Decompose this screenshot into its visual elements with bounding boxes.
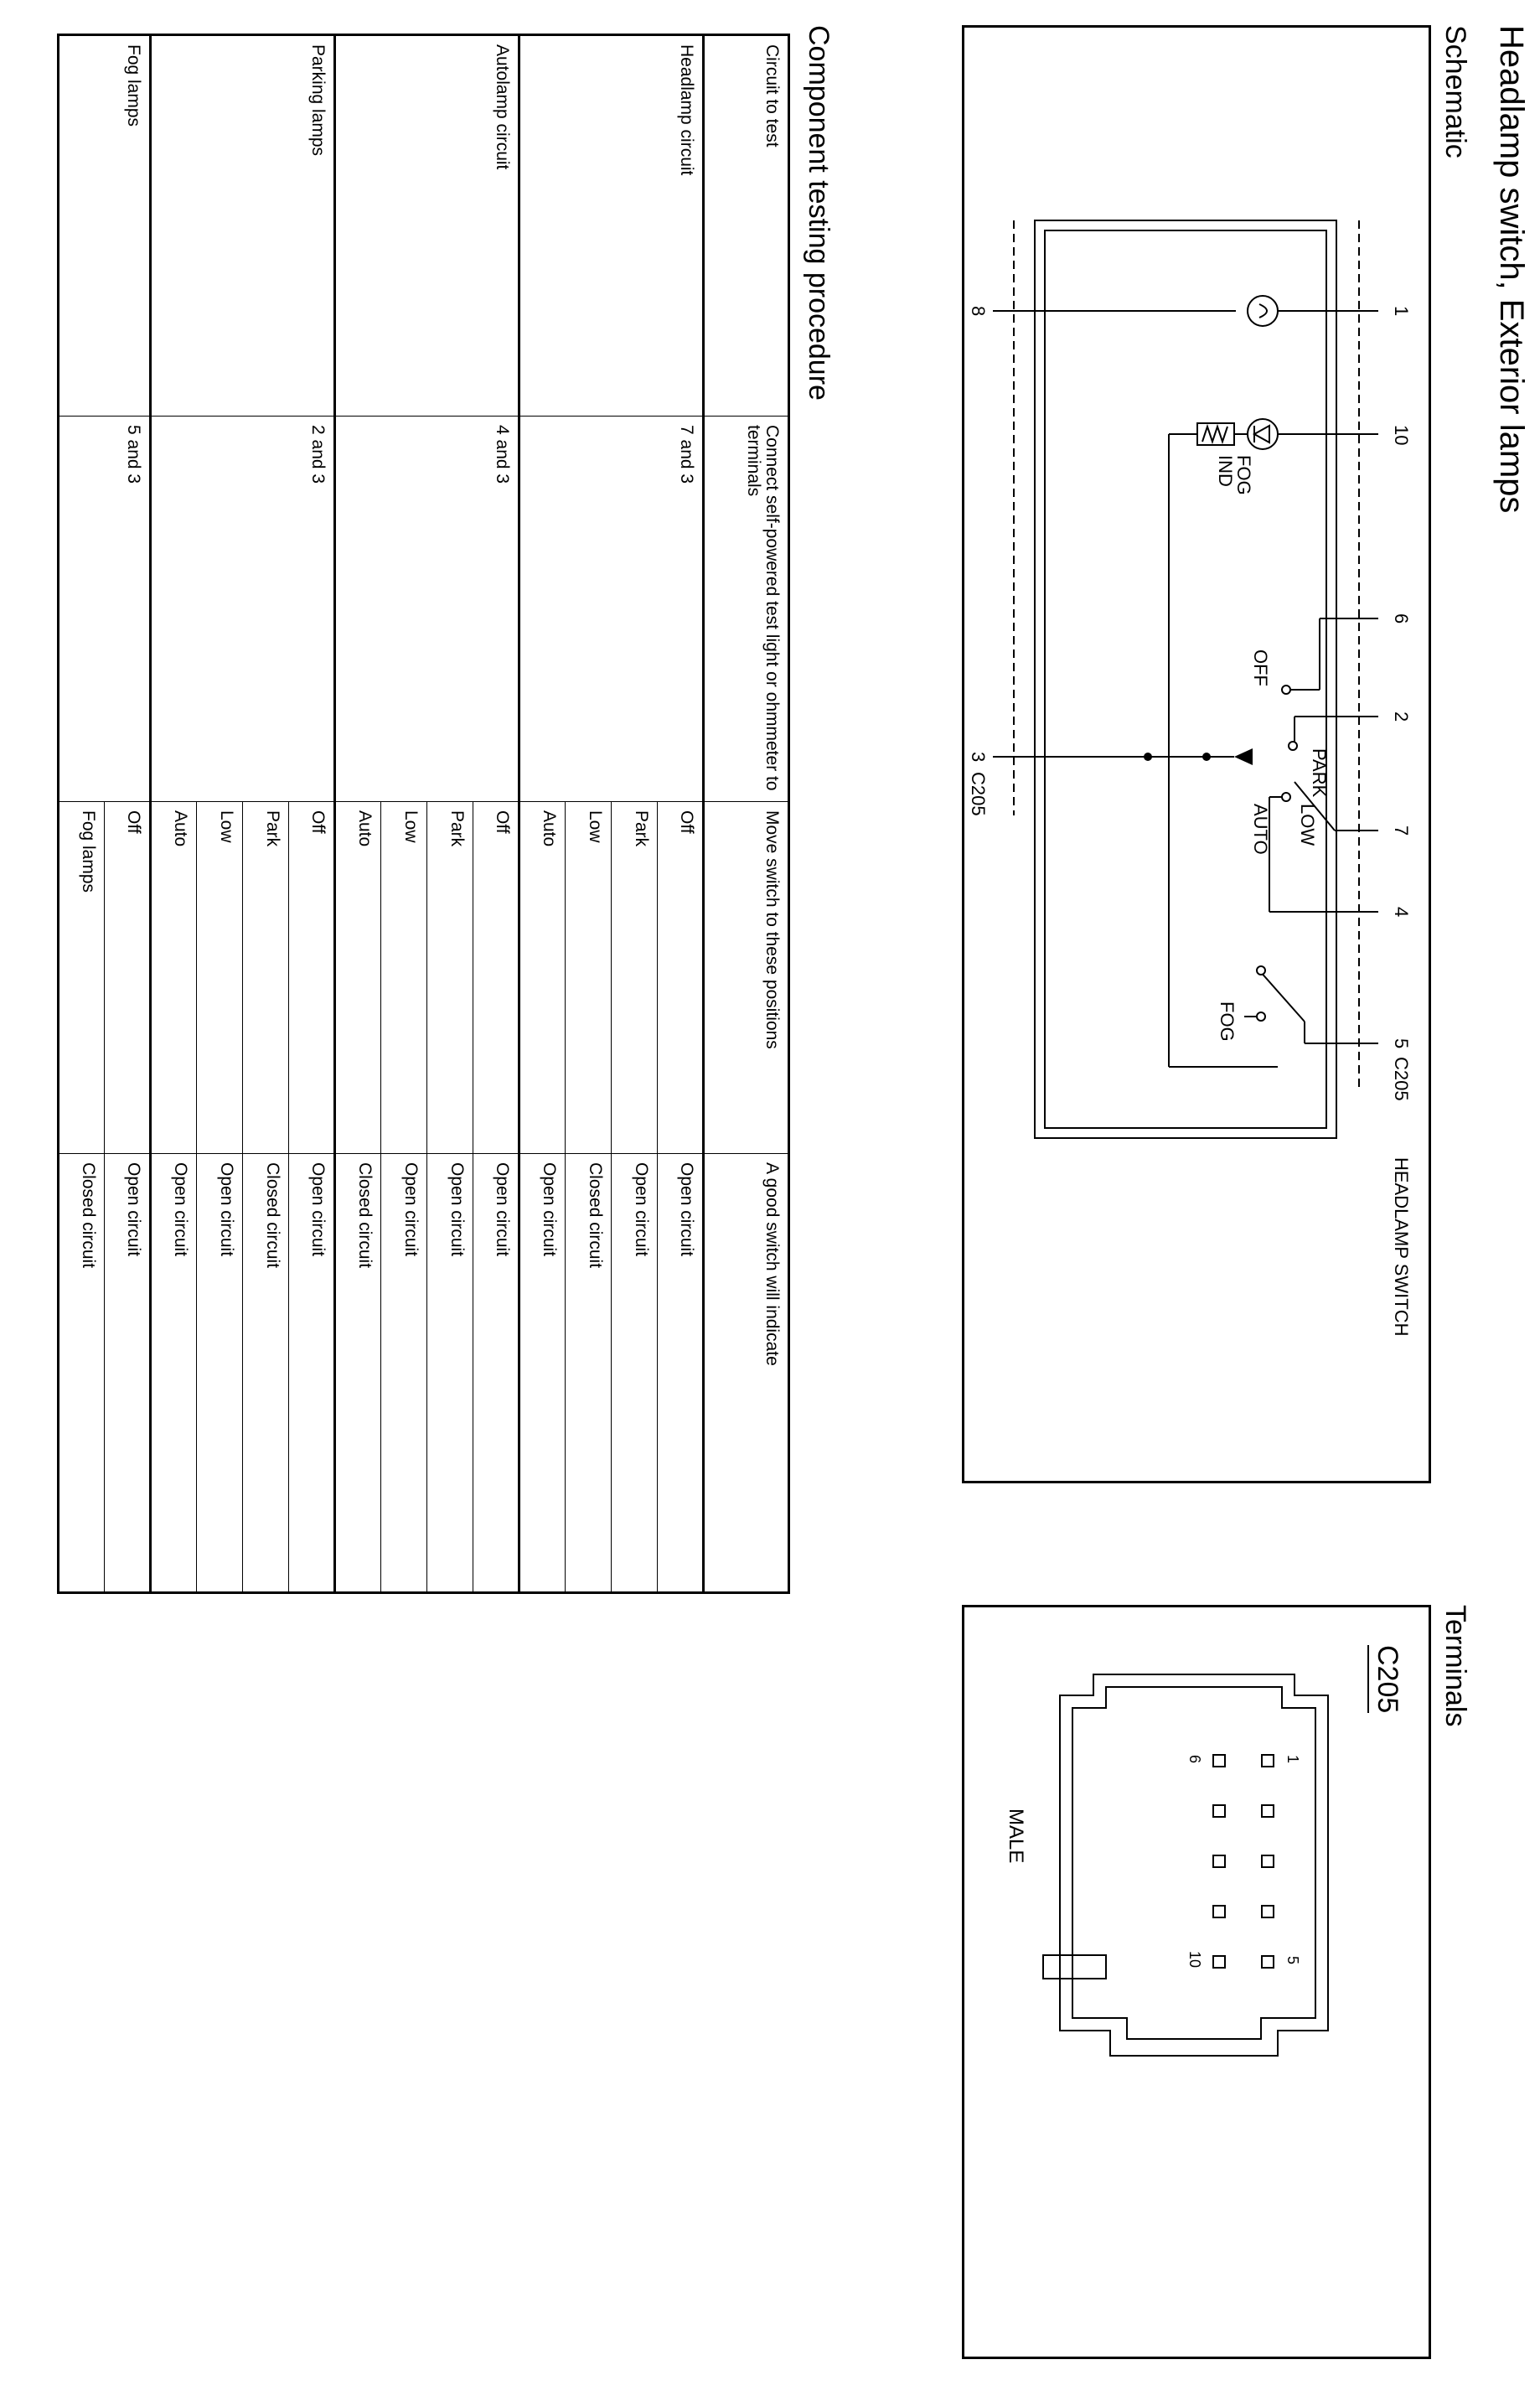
connector-latch bbox=[1042, 1954, 1107, 1979]
result-cell: Open circuit bbox=[380, 1153, 427, 1593]
result-cell: Closed circuit bbox=[565, 1153, 612, 1593]
fog-ind-label-line2: IND bbox=[1215, 455, 1236, 487]
position-cell: Park bbox=[611, 801, 658, 1154]
result-cell: Open circuit bbox=[611, 1153, 658, 1593]
terminals-panel: C205 1 5 6 bbox=[962, 1605, 1431, 2359]
position-cell: Low bbox=[565, 801, 612, 1154]
position-cell: Park bbox=[426, 801, 473, 1154]
position-cell: Auto bbox=[150, 801, 197, 1154]
position-cell: Auto bbox=[519, 801, 566, 1154]
header-connect: Connect self-powered test light or ohmme… bbox=[703, 416, 789, 802]
position-cell: Off bbox=[104, 801, 151, 1154]
pin-label-2: 2 bbox=[1391, 712, 1412, 722]
terminal-pin-6: 6 bbox=[1186, 1755, 1203, 1763]
position-off-label: OFF bbox=[1250, 649, 1271, 686]
terminal-pin-1: 1 bbox=[1284, 1755, 1301, 1763]
pin-label-6: 6 bbox=[1391, 613, 1412, 624]
position-cell: Off bbox=[473, 801, 519, 1154]
position-cell: Auto bbox=[334, 801, 381, 1154]
terminal-pin-5: 5 bbox=[1284, 1956, 1301, 1964]
pin-label-8: 8 bbox=[968, 306, 989, 316]
terminals-cell: 4 and 3 bbox=[334, 416, 519, 802]
switch-housing-outer bbox=[1034, 220, 1337, 1139]
result-cell: Open circuit bbox=[196, 1153, 243, 1593]
position-cell: Fog lamps bbox=[58, 801, 105, 1154]
result-cell: Closed circuit bbox=[334, 1153, 381, 1593]
terminals-cell: 5 and 3 bbox=[58, 416, 151, 802]
fog-switch-blade bbox=[1258, 970, 1305, 1022]
table-header-row: Circuit to test Connect self-powered tes… bbox=[703, 34, 789, 1593]
position-cell: Off bbox=[657, 801, 704, 1154]
terminals-heading: Terminals bbox=[1439, 1605, 1471, 1727]
circuit-cell: Parking lamps bbox=[150, 34, 335, 417]
bulb-filament bbox=[1258, 303, 1268, 318]
connector-tag-right: C205 bbox=[1391, 1057, 1412, 1101]
connector-inner-shell bbox=[1072, 1686, 1316, 2040]
connector-tag-left: C205 bbox=[968, 772, 989, 816]
result-cell: Open circuit bbox=[288, 1153, 335, 1593]
connector-outer-shell bbox=[1059, 1674, 1329, 2057]
header-circuit: Circuit to test bbox=[703, 34, 789, 417]
schematic-diagram: 1 10 6 2 7 4 5 C205 8 3 C205 FOG IND OFF… bbox=[968, 220, 1412, 1337]
pin-label-5: 5 bbox=[1391, 1038, 1412, 1048]
circuit-cell: Fog lamps bbox=[58, 34, 151, 417]
result-cell: Open circuit bbox=[426, 1153, 473, 1593]
switch-arrow bbox=[1234, 748, 1253, 765]
position-cell: Low bbox=[196, 801, 243, 1154]
headlamp-switch-label: HEADLAMP SWITCH bbox=[1391, 1157, 1412, 1337]
header-good: A good switch will indicate bbox=[703, 1153, 789, 1593]
testing-heading: Component testing procedure bbox=[803, 25, 835, 401]
position-cell: Low bbox=[380, 801, 427, 1154]
pin-label-1: 1 bbox=[1391, 306, 1412, 316]
position-auto-label: AUTO bbox=[1250, 804, 1271, 855]
terminals-cell: 2 and 3 bbox=[150, 416, 335, 802]
circuit-cell: Autolamp circuit bbox=[334, 34, 519, 417]
position-cell: Park bbox=[242, 801, 289, 1154]
fog-ind-label-line1: FOG bbox=[1233, 455, 1254, 495]
position-low-label: LOW bbox=[1297, 804, 1318, 846]
switch-housing-inner bbox=[1044, 230, 1327, 1129]
schematic-heading: Schematic bbox=[1439, 25, 1471, 158]
terminal-pin-10: 10 bbox=[1186, 1951, 1203, 1968]
component-testing-table: Circuit to test Connect self-powered tes… bbox=[57, 34, 790, 1594]
schematic-panel: 1 10 6 2 7 4 5 C205 8 3 C205 FOG IND OFF… bbox=[962, 25, 1431, 1483]
connector-gender: MALE bbox=[1005, 1809, 1027, 1863]
result-cell: Open circuit bbox=[657, 1153, 704, 1593]
result-cell: Open circuit bbox=[104, 1153, 151, 1593]
header-move: Move switch to these positions bbox=[703, 801, 789, 1154]
pin-label-3: 3 bbox=[968, 752, 989, 762]
connector-face-diagram: 1 5 6 10 MALE bbox=[1005, 1674, 1329, 2057]
bulb-symbol bbox=[1247, 295, 1279, 327]
pin-label-4: 4 bbox=[1391, 907, 1412, 917]
result-cell: Closed circuit bbox=[58, 1153, 105, 1593]
result-cell: Closed circuit bbox=[242, 1153, 289, 1593]
result-cell: Open circuit bbox=[473, 1153, 519, 1593]
result-cell: Open circuit bbox=[150, 1153, 197, 1593]
position-park-label: PARK bbox=[1309, 748, 1330, 798]
result-cell: Open circuit bbox=[519, 1153, 566, 1593]
fog-ind-led bbox=[1247, 418, 1279, 450]
pin-label-10: 10 bbox=[1391, 425, 1412, 445]
circuit-cell: Headlamp circuit bbox=[519, 34, 704, 417]
page-title: Headlamp switch, Exterior lamps bbox=[1493, 25, 1530, 514]
terminals-cell: 7 and 3 bbox=[519, 416, 704, 802]
pin-grid bbox=[1212, 1754, 1274, 1969]
pin-label-7: 7 bbox=[1391, 825, 1412, 836]
position-cell: Off bbox=[288, 801, 335, 1154]
position-fog-label: FOG bbox=[1217, 1001, 1238, 1042]
